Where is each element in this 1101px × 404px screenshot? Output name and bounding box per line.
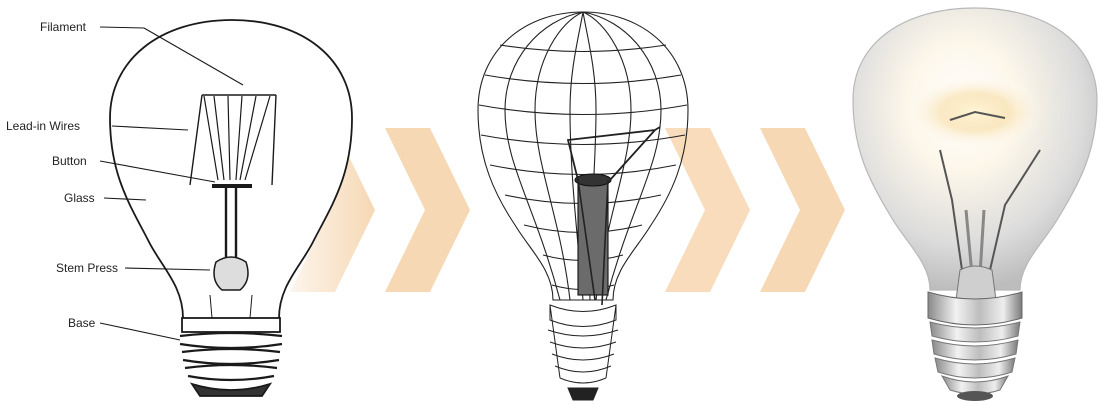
label-glass: Glass: [64, 191, 95, 205]
lightbulb-line-drawing-icon: [100, 20, 352, 396]
lightbulb-photo-render-icon: [853, 8, 1097, 401]
chevron-arrow-icon: [385, 128, 470, 292]
lightbulb-wireframe-icon: [478, 12, 688, 400]
chevron-arrow-icon: [760, 128, 845, 292]
label-lead-in-wires: Lead-in Wires: [6, 119, 80, 133]
label-button: Button: [52, 154, 87, 168]
chevron-arrows-right: [665, 128, 845, 292]
label-stem-press: Stem Press: [56, 261, 118, 275]
label-filament: Filament: [40, 20, 87, 34]
chevron-arrow-icon: [665, 128, 750, 292]
label-base: Base: [68, 316, 96, 330]
